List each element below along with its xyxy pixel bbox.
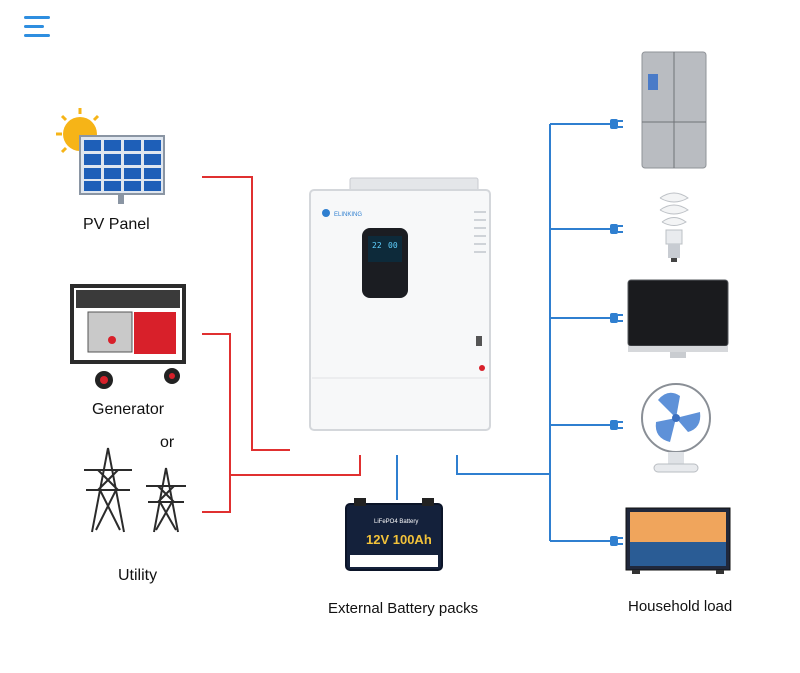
plug-icon <box>610 420 623 430</box>
output-wires <box>396 123 612 542</box>
inverter-display-right: 00 <box>388 241 398 250</box>
generator-label: Generator <box>92 401 165 418</box>
hamburger-menu-icon[interactable] <box>24 16 52 40</box>
utility-wire <box>230 455 361 476</box>
solar-panel-icon <box>56 108 165 204</box>
inverter-brand: ELINKING <box>334 212 362 218</box>
or-label: or <box>160 434 175 451</box>
utility-tower-icon <box>84 447 186 533</box>
pv-panel-label: PV Panel <box>83 216 150 233</box>
plug-icons <box>610 119 623 546</box>
plug-icon <box>610 536 623 546</box>
battery-label: External Battery packs <box>328 600 479 617</box>
fan-icon <box>641 383 711 473</box>
battery-icon <box>345 498 443 571</box>
generator-icon <box>70 284 186 389</box>
inverter-icon <box>309 177 491 431</box>
plug-icon <box>610 313 623 323</box>
input-wires <box>202 176 361 513</box>
monitor-icon <box>627 279 729 358</box>
plug-icon <box>610 224 623 234</box>
refrigerator-icon <box>641 51 707 169</box>
load-bus-wire <box>456 455 550 475</box>
household-load-label: Household load <box>628 598 733 615</box>
generator-wire <box>202 333 231 513</box>
inverter-display-left: 22 <box>372 241 382 250</box>
tv-icon <box>625 507 731 574</box>
utility-label: Utility <box>118 567 158 584</box>
pv-wire <box>202 176 290 451</box>
light-bulb-icon <box>659 192 689 262</box>
battery-rating: 12V 100Ah <box>366 532 432 547</box>
battery-title: LiFePO4 Battery <box>374 519 418 525</box>
plug-icon <box>610 119 623 129</box>
